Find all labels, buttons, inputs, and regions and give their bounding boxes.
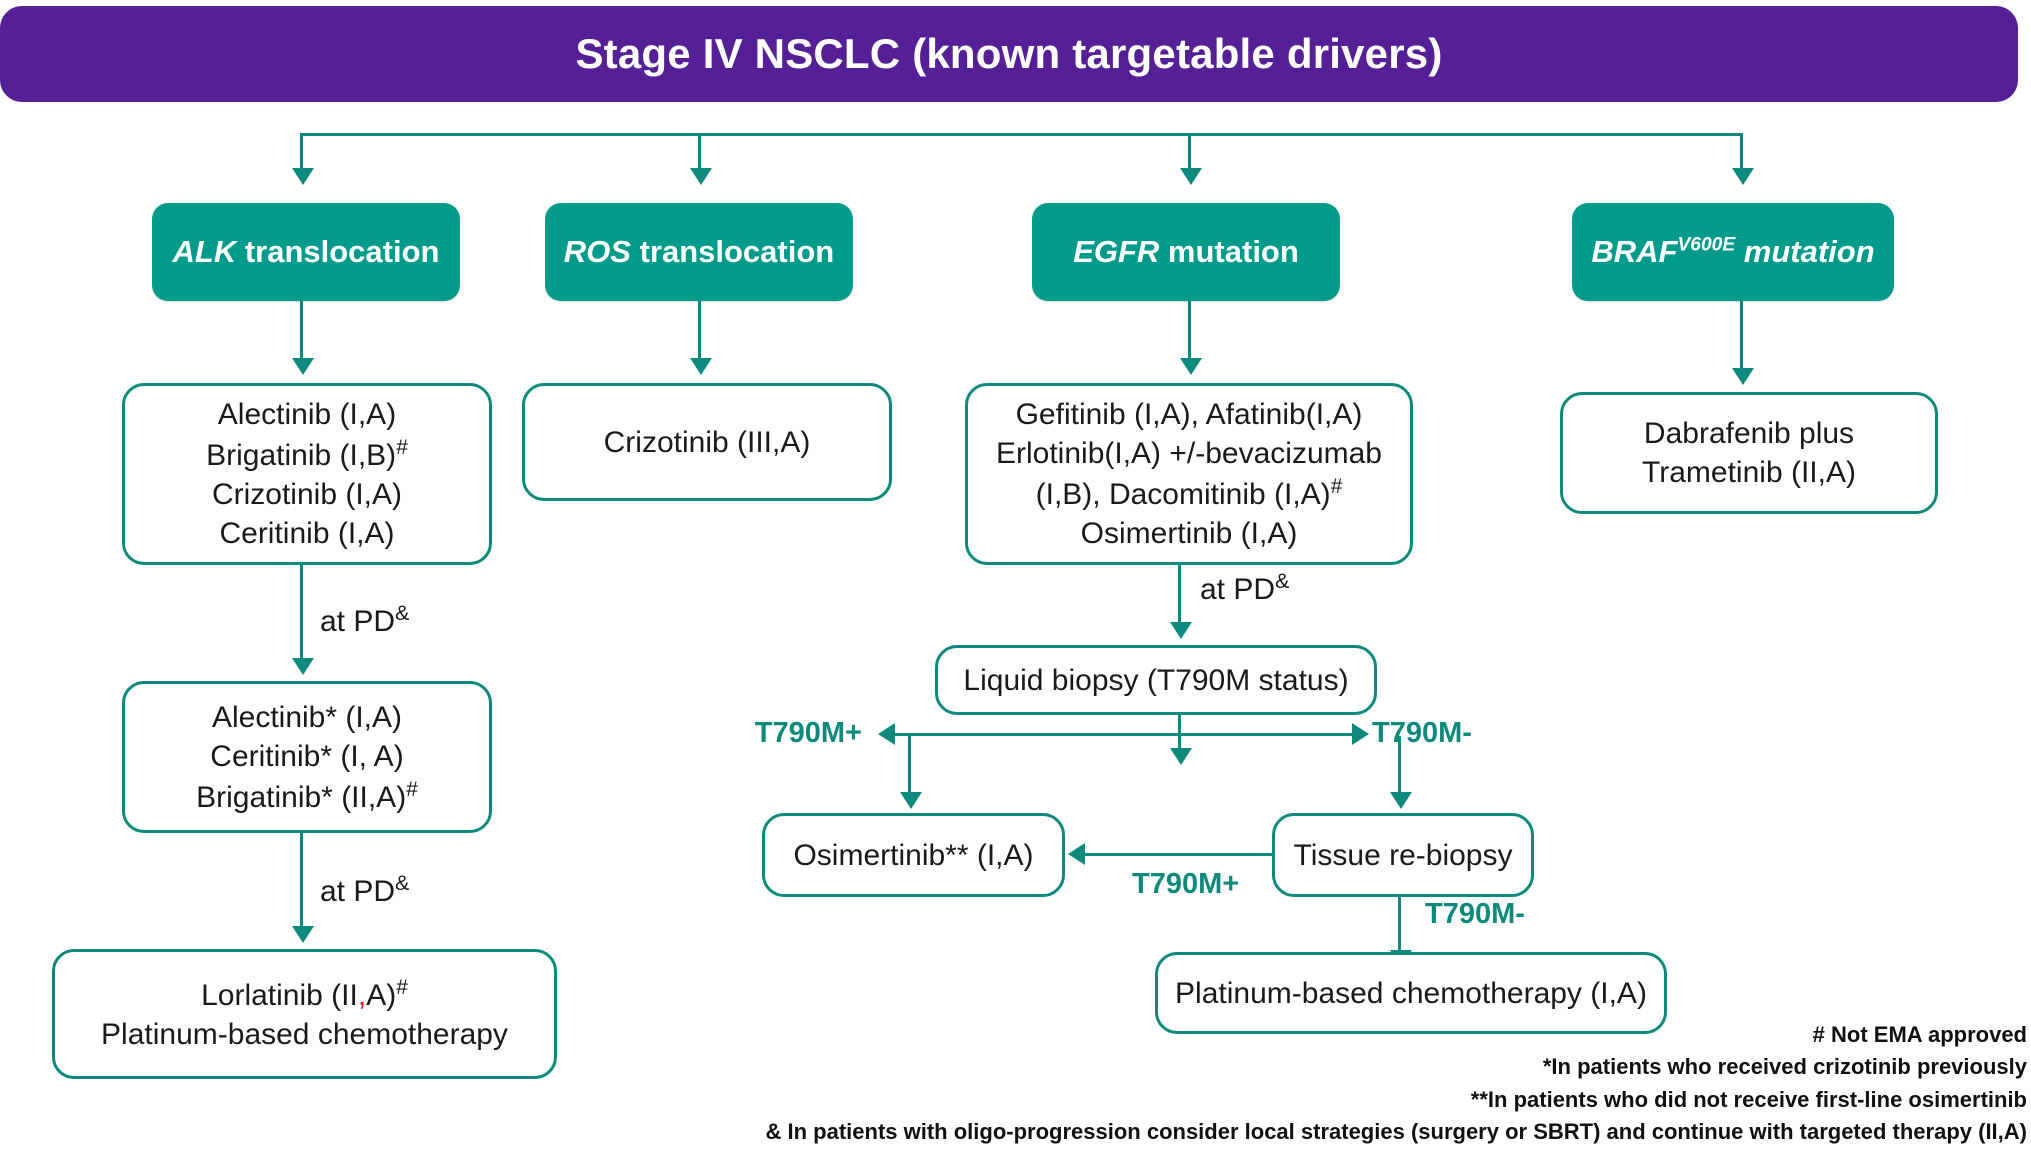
arrow-egfr-to-firstline <box>1180 358 1202 375</box>
arrow-tissue-to-osimertinib <box>1068 843 1085 865</box>
drug-line: Osimertinib (I,A) <box>1080 517 1298 550</box>
drug-line: Osimertinib** (I,A) <box>793 838 1034 872</box>
node-ros-first-line[interactable]: Crizotinib (III,A) <box>522 383 892 501</box>
node-egfr-first-line-text: Gefitinib (I,A), Afatinib(I,A) Erlotinib… <box>996 395 1382 553</box>
driver-label-egfr: EGFR mutation <box>1073 234 1299 269</box>
driver-label-braf: BRAFV600E mutation <box>1591 234 1875 269</box>
drug-line: Alectinib* (I,A) <box>211 700 403 734</box>
drug-line: Crizotinib (I,A) <box>211 478 403 511</box>
drug-line: Trametinib (II,A) <box>1642 456 1856 489</box>
connector-bus-to-egfr <box>1188 133 1191 171</box>
driver-label-alk: ALK translocation <box>172 234 440 269</box>
biopsy-line: Liquid biopsy (T790M status) <box>963 663 1349 697</box>
edge-label-t790m-positive-tissue: T790M+ <box>1132 868 1240 900</box>
drug-line: Crizotinib (III,A) <box>603 425 811 459</box>
arrow-t790m-neg-to-tissue <box>1390 792 1412 809</box>
drug-line: Dabrafenib plus <box>1643 417 1855 450</box>
arrow-t790m-pos-to-osimertinib <box>900 792 922 809</box>
node-ros-first-line-text: Crizotinib (III,A) <box>604 423 811 462</box>
drug-line: Platinum-based chemotherapy (I,A) <box>1175 976 1647 1010</box>
connector-t790m-pos-to-osimertinib <box>908 736 911 796</box>
diagram-title-banner: Stage IV NSCLC (known targetable drivers… <box>0 6 2018 102</box>
drug-line: Brigatinib* (II,A)# <box>196 777 418 814</box>
driver-box-braf[interactable]: BRAFV600E mutation <box>1572 203 1894 301</box>
arrow-alk-secondline-to-thirdline <box>292 926 314 943</box>
drug-line: (I,B), Dacomitinib (I,A)# <box>1035 475 1343 511</box>
drug-line: Ceritinib* (I, A) <box>210 739 404 773</box>
connector-braf-to-firstline <box>1740 301 1743 371</box>
edge-label-egfr-pd: at PD& <box>1200 568 1290 606</box>
drug-line: Alectinib (I,A) <box>217 398 397 431</box>
arrow-braf-to-firstline <box>1732 368 1754 385</box>
footnote-hash: # Not EMA approved <box>1812 1021 2027 1047</box>
arrow-bus-to-ros <box>690 168 712 185</box>
biopsy-line: Tissue re-biopsy <box>1293 838 1513 872</box>
drug-line: Lorlatinib (II,A)# <box>201 976 408 1012</box>
arrow-ros-to-firstline <box>690 358 712 375</box>
driver-box-alk[interactable]: ALK translocation <box>152 203 460 301</box>
drug-line: Ceritinib (I,A) <box>219 517 395 550</box>
edge-label-t790m-positive-liquid: T790M+ <box>754 717 862 749</box>
node-alk-third-line[interactable]: Lorlatinib (II,A)# Platinum-based chemot… <box>52 949 557 1079</box>
node-osimertinib-second-line[interactable]: Osimertinib** (I,A) <box>762 813 1065 897</box>
arrow-bus-to-egfr <box>1180 168 1202 185</box>
footnotes-block: # Not EMA approved *In patients who rece… <box>766 1019 2028 1149</box>
edge-label-t790m-negative-liquid: T790M- <box>1372 717 1472 749</box>
drug-line: Erlotinib(I,A) +/-bevacizumab <box>996 437 1382 470</box>
drug-line: Gefitinib (I,A), Afatinib(I,A) <box>1015 398 1363 431</box>
node-liquid-biopsy-text: Liquid biopsy (T790M status) <box>963 661 1348 700</box>
edge-label-alk-pd-1: at PD& <box>320 600 410 638</box>
connector-egfr-to-liquid-biopsy <box>1178 565 1181 627</box>
footnote-double-star: **In patients who did not receive first-… <box>1470 1086 2027 1112</box>
connector-alk-to-firstline <box>300 301 303 361</box>
connector-bus-to-braf <box>1740 133 1743 171</box>
edge-label-alk-pd-2: at PD& <box>320 870 410 908</box>
arrow-egfr-to-liquid-biopsy <box>1170 622 1192 639</box>
connector-ros-to-firstline <box>698 301 701 361</box>
driver-label-ros: ROS translocation <box>563 234 835 269</box>
node-alk-first-line-text: Alectinib (I,A) Brigatinib (I,B)# Crizot… <box>206 395 408 553</box>
node-tissue-rebiopsy[interactable]: Tissue re-biopsy <box>1272 813 1534 897</box>
node-alk-first-line[interactable]: Alectinib (I,A) Brigatinib (I,B)# Crizot… <box>122 383 492 565</box>
connector-t790m-neg-to-tissue <box>1398 736 1401 796</box>
node-egfr-first-line[interactable]: Gefitinib (I,A), Afatinib(I,A) Erlotinib… <box>965 383 1413 565</box>
connector-tissue-to-platinum <box>1398 897 1401 955</box>
connector-egfr-to-firstline <box>1188 301 1191 361</box>
connector-tissue-to-osimertinib <box>1085 853 1273 856</box>
footnote-star: *In patients who received crizotinib pre… <box>1542 1054 2027 1080</box>
arrow-bus-to-alk <box>292 168 314 185</box>
arrow-alk-firstline-to-secondline <box>292 658 314 675</box>
node-braf-first-line-text: Dabrafenib plus Trametinib (II,A) <box>1642 414 1856 492</box>
drug-line: Platinum-based chemotherapy <box>101 1018 508 1051</box>
drug-line: Brigatinib (I,B)# <box>206 436 408 472</box>
diagram-title: Stage IV NSCLC (known targetable drivers… <box>575 30 1443 77</box>
node-alk-third-line-text: Lorlatinib (II,A)# Platinum-based chemot… <box>101 974 508 1054</box>
node-alk-second-line[interactable]: Alectinib* (I,A) Ceritinib* (I, A) Briga… <box>122 681 492 833</box>
arrow-liquid-biopsy-down <box>1170 748 1192 765</box>
node-platinum-chemotherapy[interactable]: Platinum-based chemotherapy (I,A) <box>1155 952 1667 1034</box>
connector-alk-firstline-to-secondline <box>300 565 303 662</box>
driver-box-ros[interactable]: ROS translocation <box>545 203 853 301</box>
top-bus-horizontal-line <box>300 133 1742 136</box>
node-platinum-chemotherapy-text: Platinum-based chemotherapy (I,A) <box>1175 974 1647 1013</box>
arrow-split-left <box>878 723 895 745</box>
footnote-ampersand: & In patients with oligo-progression con… <box>765 1119 2028 1145</box>
node-liquid-biopsy[interactable]: Liquid biopsy (T790M status) <box>935 645 1377 715</box>
node-tissue-rebiopsy-text: Tissue re-biopsy <box>1294 836 1513 875</box>
arrow-alk-to-firstline <box>292 358 314 375</box>
t790m-split-bus <box>895 733 1355 736</box>
arrow-bus-to-braf <box>1732 168 1754 185</box>
node-osimertinib-second-line-text: Osimertinib** (I,A) <box>793 836 1033 875</box>
edge-label-t790m-negative-tissue: T790M- <box>1425 898 1525 930</box>
arrow-split-right <box>1352 723 1369 745</box>
driver-box-egfr[interactable]: EGFR mutation <box>1032 203 1340 301</box>
connector-alk-secondline-to-thirdline <box>300 833 303 930</box>
connector-bus-to-alk <box>300 133 303 171</box>
node-braf-first-line[interactable]: Dabrafenib plus Trametinib (II,A) <box>1560 392 1938 514</box>
connector-bus-to-ros <box>698 133 701 171</box>
node-alk-second-line-text: Alectinib* (I,A) Ceritinib* (I, A) Briga… <box>196 698 418 817</box>
